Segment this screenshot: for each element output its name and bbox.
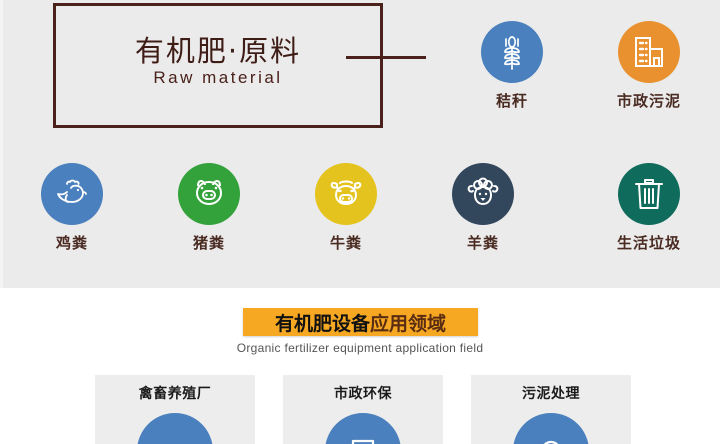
raw-item-label: 市政污泥 bbox=[616, 92, 681, 110]
raw-item-chicken-manure[interactable]: 鸡粪 bbox=[26, 163, 118, 253]
application-banner: 有机肥设备应用领域 bbox=[243, 308, 478, 336]
raw-item-label: 羊粪 bbox=[466, 234, 499, 252]
application-card-title: 污泥处理 bbox=[522, 386, 580, 402]
wheat-icon bbox=[481, 21, 543, 83]
building-icon bbox=[618, 21, 680, 83]
raw-item-municipal-sludge[interactable]: 市政污泥 bbox=[603, 21, 695, 111]
trash-icon bbox=[618, 163, 680, 225]
raw-item-label: 秸秆 bbox=[495, 92, 528, 110]
page-title-en: Raw material bbox=[153, 68, 283, 87]
page-title-cn: 有机肥·原料 bbox=[134, 34, 302, 68]
cow-icon bbox=[315, 163, 377, 225]
application-card-livestock-farm[interactable]: 禽畜养殖厂 bbox=[95, 375, 255, 444]
raw-item-household-waste[interactable]: 生活垃圾 bbox=[603, 163, 695, 253]
application-field-section: 有机肥设备应用领域 Organic fertilizer equipment a… bbox=[0, 288, 720, 444]
raw-material-section: 有机肥·原料 Raw material 秸秆 bbox=[0, 0, 720, 288]
title-connector-line bbox=[346, 56, 426, 59]
application-card-municipal-environment[interactable]: 市政环保 bbox=[283, 375, 443, 444]
raw-item-pig-manure[interactable]: 猪粪 bbox=[163, 163, 255, 253]
raw-item-label: 生活垃圾 bbox=[616, 234, 681, 252]
pig-icon bbox=[178, 163, 240, 225]
application-card-sludge-treatment[interactable]: 污泥处理 bbox=[471, 375, 631, 444]
raw-item-label: 猪粪 bbox=[192, 234, 225, 252]
chicken-icon bbox=[41, 163, 103, 225]
application-card-title: 市政环保 bbox=[334, 386, 392, 402]
raw-item-sheep-manure[interactable]: 羊粪 bbox=[437, 163, 529, 253]
livestock-icon bbox=[137, 413, 213, 444]
application-banner-text-primary: 有机肥设备 bbox=[274, 312, 370, 335]
sheep-icon bbox=[452, 163, 514, 225]
raw-item-label: 牛粪 bbox=[329, 234, 362, 252]
raw-item-cow-manure[interactable]: 牛粪 bbox=[300, 163, 392, 253]
raw-material-title-frame: 有机肥·原料 Raw material bbox=[53, 3, 383, 128]
application-card-title: 禽畜养殖厂 bbox=[138, 386, 212, 402]
application-subtitle: Organic fertilizer equipment application… bbox=[236, 341, 484, 355]
sludge-icon bbox=[513, 413, 589, 444]
raw-item-straw[interactable]: 秸秆 bbox=[466, 21, 558, 111]
factory-icon bbox=[325, 413, 401, 444]
raw-item-label: 鸡粪 bbox=[55, 234, 88, 252]
application-banner-text-secondary: 应用领域 bbox=[370, 312, 447, 335]
